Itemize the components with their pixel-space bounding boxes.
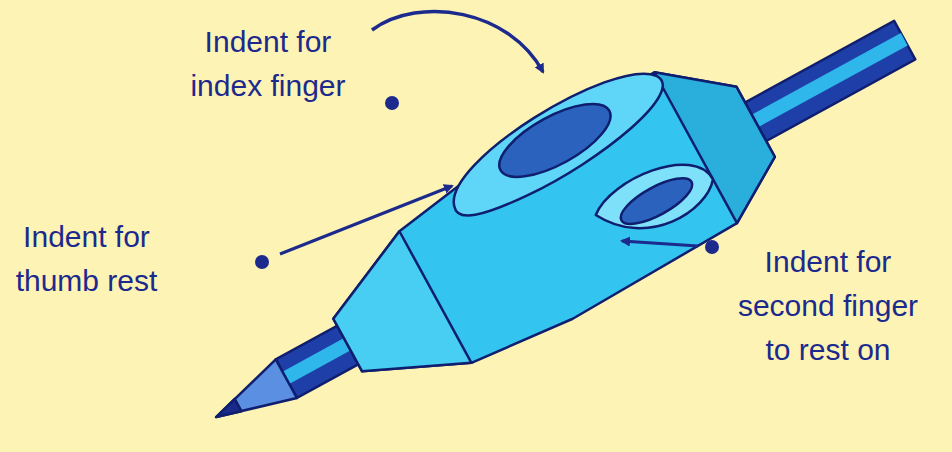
callout-label: Indent for index finger: [168, 20, 368, 108]
callout-label: Indent for second finger to rest on: [722, 240, 934, 372]
callout-label: Indent for thumb rest: [4, 215, 169, 303]
